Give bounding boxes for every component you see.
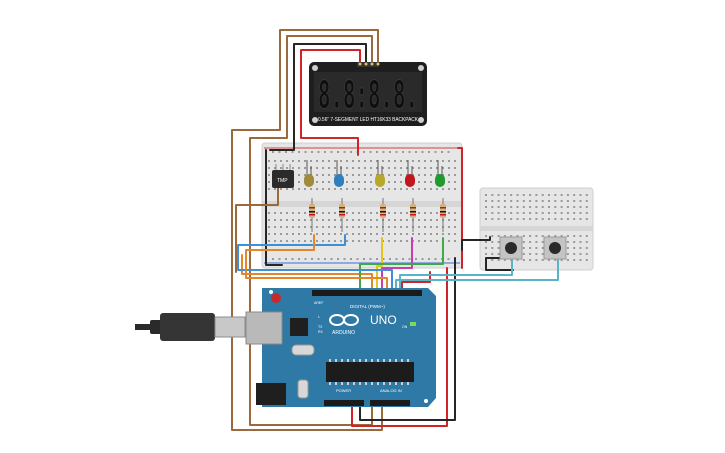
wire-button-black-2 — [485, 257, 514, 271]
display-digits: 8.8:8.8. — [318, 73, 418, 117]
temperature-sensor: TMP — [272, 164, 294, 188]
usb-cable — [135, 313, 246, 341]
resistor-2 — [339, 198, 345, 232]
display-pins — [357, 62, 380, 67]
push-button-1 — [499, 236, 523, 260]
led-4 — [405, 160, 415, 187]
analog-label: ANALOG IN — [380, 388, 402, 393]
resistor-5 — [440, 198, 446, 232]
on-label: ON — [402, 325, 408, 329]
arduino-logo: ARDUINO UNO — [329, 313, 397, 336]
wire-button-cyan-1 — [399, 257, 513, 291]
wire-button-black — [461, 236, 491, 251]
arduino-model: UNO — [370, 313, 397, 327]
wire-rail-black-left — [265, 149, 283, 266]
wire-button-cyan-2 — [395, 257, 559, 291]
wire-pin-blue — [237, 234, 393, 291]
led-2 — [334, 160, 344, 187]
wire-arduino-5v — [351, 267, 448, 427]
wire-pin-orange-2 — [245, 234, 388, 291]
wire-display-black — [269, 43, 367, 151]
wire-sensor-brown — [235, 187, 279, 273]
wire-display-brown-outer — [231, 29, 383, 431]
resistor-1 — [309, 198, 315, 232]
wires — [231, 29, 559, 431]
sensor-label: TMP — [277, 178, 288, 184]
wire-pin-orange — [241, 254, 373, 291]
display-caption: 0.56" 7-SEGMENT LED HT16K33 BACKPACK — [318, 117, 419, 123]
led-3 — [375, 160, 385, 187]
push-button-2 — [543, 236, 567, 260]
tx-label: TX — [318, 325, 323, 329]
resistor-3 — [380, 198, 386, 232]
wire-pin-red — [401, 271, 431, 291]
rx-label: RX — [318, 330, 324, 334]
seven-segment-display: 8.8:8.8. 0.56" 7-SEGMENT LED HT16K33 BAC… — [309, 62, 427, 126]
l-label: L — [318, 315, 320, 319]
wire-display-red — [300, 49, 361, 156]
wire-arduino-gnd — [359, 257, 456, 421]
resistors — [309, 198, 446, 232]
digital-label: DIGITAL (PWM~) — [350, 304, 385, 309]
aref-label: AREF — [314, 301, 323, 305]
arduino-brand: ARDUINO — [332, 330, 355, 336]
power-label: POWER — [336, 388, 351, 393]
led-5 — [435, 160, 445, 187]
wire-rail-red — [457, 147, 463, 269]
arduino-uno: DIGITAL (PWM~) AREF ARDUINO UNO TX RX L … — [245, 288, 436, 407]
leds — [304, 160, 445, 187]
led-1 — [304, 160, 314, 187]
resistor-4 — [410, 198, 416, 232]
